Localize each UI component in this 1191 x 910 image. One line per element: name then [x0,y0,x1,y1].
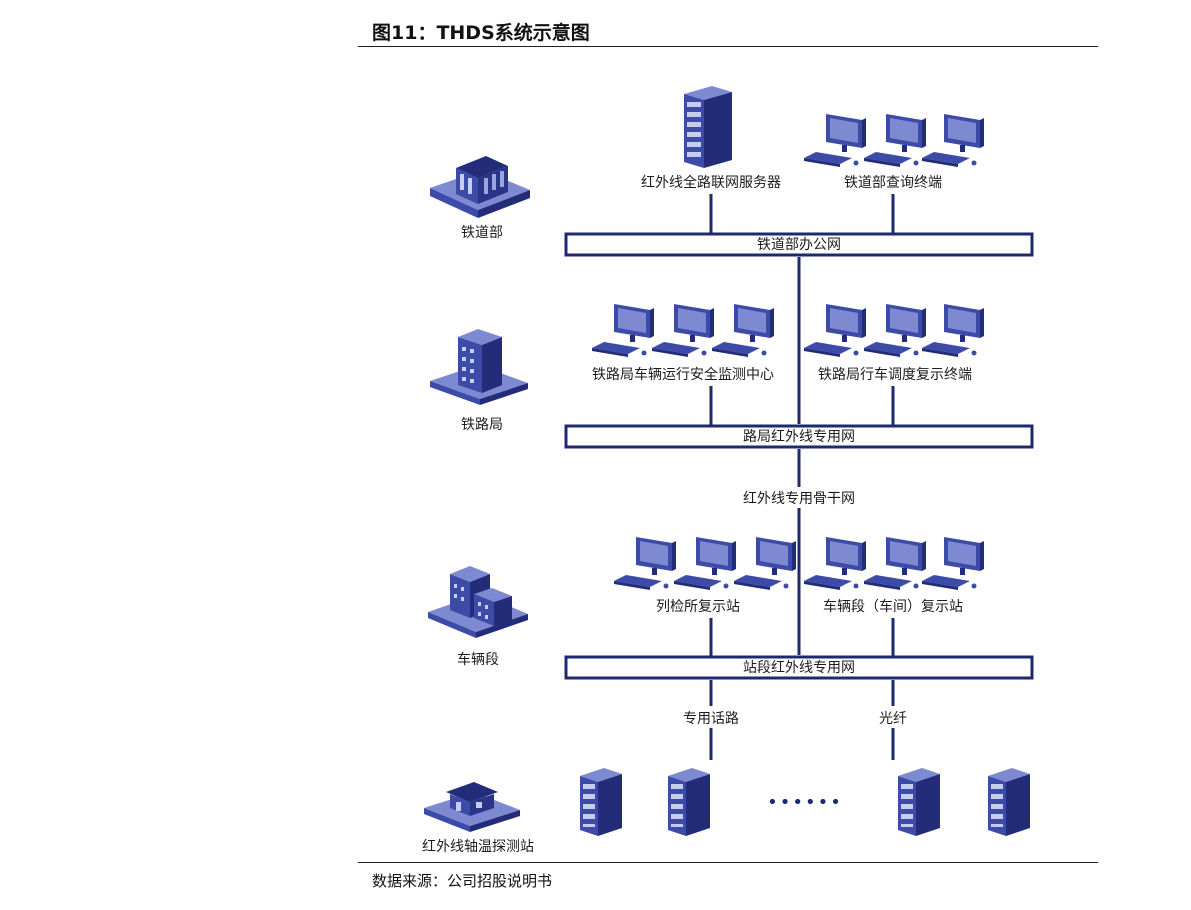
level-bureau-label: 铁路局 [461,417,503,433]
computer-icon [922,304,984,357]
computer-icon [652,304,714,357]
depot-station-label: 车辆段（车间）复示站 [823,598,963,615]
computer-icon [864,537,926,590]
computer-icon [592,304,654,357]
server-label: 红外线全路联网服务器 [641,174,781,191]
computer-icon [922,114,984,167]
network-ministry-label: 铁道部办公网 [757,237,841,253]
level-station-label: 红外线轴温探测站 [422,839,534,855]
inspection-station-label: 列检所复示站 [656,598,740,615]
level-depot-label: 车辆段 [457,651,499,668]
figure-title: 图11：THDS系统示意图 [372,22,590,44]
inspection-terminals-group [614,537,796,590]
computer-icon [922,537,984,590]
network-depot-label: 站段红外线专用网 [743,660,855,676]
connector-lines [709,194,895,760]
top-rule [358,46,1098,47]
dispatch-terminal-label: 铁路局行车调度复示终端 [818,366,972,383]
bureau-tower-icon [430,329,528,405]
network-bar-depot [564,655,1034,680]
phone-line-label: 专用话路 [683,711,739,727]
station-house-icon [424,782,520,832]
computer-icon [734,537,796,590]
server-rack-icon [684,86,732,168]
ministry-building-icon [430,156,530,218]
safety-center-label: 铁路局车辆运行安全监测中心 [592,366,774,383]
detector-cabinet-icon [668,768,710,836]
computer-icon [614,537,676,590]
bottom-rule [358,862,1098,863]
detector-cabinet-icon [988,768,1030,836]
ministry-terminal-label: 铁道部查询终端 [844,175,942,191]
computer-icon [804,114,866,167]
network-bar-bureau [564,424,1034,449]
computer-icon [864,114,926,167]
ministry-terminals-group [804,114,984,167]
computer-icon [804,304,866,357]
depot-buildings-icon [428,566,528,638]
computer-icon [864,304,926,357]
dispatch-terminals-group [804,304,984,357]
ellipsis-dots: •••••• [767,792,843,813]
fiber-label: 光纤 [879,711,907,727]
computer-icon [674,537,736,590]
level-ministry-label: 铁道部 [461,225,503,241]
safety-center-terminals-group [592,304,774,357]
detector-cabinet-icon [898,768,940,836]
figure-source: 数据来源：公司招股说明书 [372,872,553,890]
detector-cabinet-icon [580,768,622,836]
backbone-label: 红外线专用骨干网 [743,491,855,507]
computer-icon [712,304,774,357]
network-bar-ministry [564,232,1034,257]
computer-icon [804,537,866,590]
network-bureau-label: 路局红外线专用网 [743,429,855,445]
depot-terminals-group [804,537,984,590]
